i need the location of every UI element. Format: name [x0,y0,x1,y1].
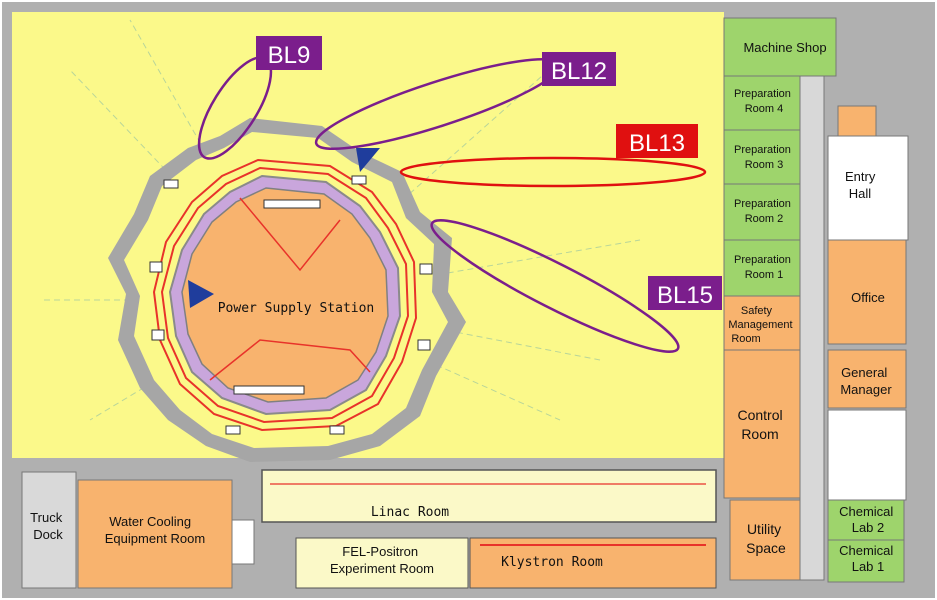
machine-shop-room [723,17,837,77]
linac-room-label: Linac Room [371,505,449,520]
safety-line1: Safety [741,305,773,317]
office-label: Office [851,290,885,305]
chem1-line1: Chemical [839,543,893,558]
small-orange-room [837,105,877,137]
fel-line1: FEL-Positron [342,544,418,559]
prep2-line2: Room 2 [745,213,784,225]
machine-shop-label: Machine Shop [743,40,826,55]
power-supply-station-label: Power Supply Station [218,301,375,316]
bl9-tag-label: BL9 [268,42,311,69]
safety-line3: Room [731,333,760,345]
beam-path-inner [160,166,410,424]
office-room [827,239,907,345]
svg-text:Preparation Room 2: Preparation Room 2 [734,198,794,225]
prep3-line1: Preparation [734,144,791,156]
chem2-line2: Lab 2 [852,520,885,535]
chem2-line1: Chemical [839,504,893,519]
preparation-room-1 [723,239,801,297]
klystron-room [469,537,717,589]
fel-positron-room [295,537,469,589]
bl15-beamline [430,219,680,353]
preparation-room-4 [723,75,801,131]
prep4-line2: Room 4 [745,103,784,115]
general-manager-room [827,349,907,409]
linac-room [261,469,717,523]
beam-pointer-icon [356,148,380,172]
beam-pointer-icon [188,280,214,308]
bl12-tag-label: BL12 [551,58,607,85]
power-supply-inner-lines [209,197,371,381]
beam-path-outer [152,158,418,432]
truck-line1: Truck [30,510,63,525]
chemical-lab-2 [827,499,905,541]
entry-hall [827,135,909,241]
water-line2: Equipment Room [105,531,205,546]
bl15-tag-label: BL15 [657,282,713,309]
svg-text:Chemical Lab 2: Chemical Lab 2 [839,504,897,535]
svg-text:Preparation Room 3: Preparation Room 3 [734,144,794,171]
chemical-lab-1 [827,539,905,583]
utility-line2: Space [746,540,786,556]
svg-text:Preparation Room 4: Preparation Room 4 [734,88,794,115]
chem1-line2: Lab 1 [852,559,885,574]
svg-text:Chemical Lab 1: Chemical Lab 1 [839,543,897,574]
klystron-room-label: Klystron Room [501,555,603,570]
prep4-line1: Preparation [734,88,791,100]
restroom-area [827,409,907,501]
svg-text:Water Cooling Equipment Ro: Water Cooling Equipment Room [105,514,205,546]
svg-text:Utility Space: Utility Space [746,521,786,556]
truck-dock [21,471,77,589]
stairs [231,519,255,565]
water-line1: Water Cooling [109,514,191,529]
gm-line2: Manager [840,382,892,397]
svg-text:Control Room: Control Room [737,407,786,442]
svg-text:FEL-Positron Experiment Ro: FEL-Positron Experiment Room [330,544,434,576]
prep1-line2: Room 1 [745,269,784,281]
bl9-tag [256,36,322,70]
utility-line1: Utility [747,521,781,537]
bl13-tag [616,124,698,158]
prep2-line1: Preparation [734,198,791,210]
svg-text:Truck Dock: Truck Dock [30,510,66,542]
preparation-room-2 [723,183,801,241]
control-line1: Control [737,407,782,423]
truck-line2: Dock [33,527,63,542]
entry-line1: Entry [845,169,876,184]
svg-text:General Manager: General Manager [840,365,892,397]
fel-line2: Experiment Room [330,561,434,576]
preparation-room-3 [723,129,801,185]
svg-text:Preparation Room 1: Preparation Room 1 [734,254,794,281]
corridor [799,75,825,581]
entry-line2: Hall [849,186,872,201]
safety-line2: Management [728,319,792,331]
prep3-line2: Room 3 [745,159,784,171]
bl13-beamline [399,156,707,188]
gm-line1: General [841,365,887,380]
svg-text:Entry Hall: Entry Hall [845,169,879,201]
utility-space [729,499,801,581]
control-line2: Room [741,426,778,442]
control-room [723,349,801,499]
magnet-blocks [149,175,433,435]
bl12-tag [542,52,616,86]
bl15-tag [648,276,722,310]
bl13-tag-label: BL13 [629,130,685,157]
safety-management-room [723,295,801,351]
prep1-line1: Preparation [734,254,791,266]
svg-text:Safety Management Room: Safety Management Room [728,305,795,345]
